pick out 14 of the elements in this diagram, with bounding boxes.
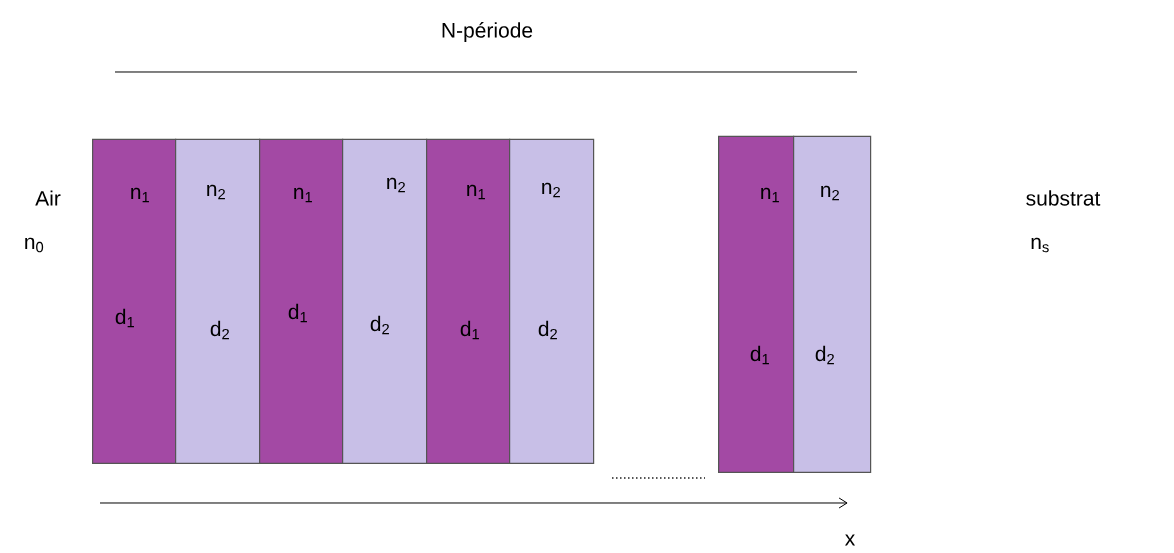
layer-box: n$_{1}$ d$_{1}$ [259, 138, 344, 464]
title-text: N-période [442, 22, 533, 42]
medium-label: n$_{s}$ [1031, 237, 1049, 253]
medium-label: Air [35, 190, 61, 206]
layer-box: n$_{1}$ d$_{1}$ [718, 135, 795, 473]
medium-label: substrat [1026, 190, 1101, 206]
layer-box: n$_{1}$ d$_{1}$ [92, 138, 177, 464]
layer-box: n$_{2}$ d$_{2}$ [175, 138, 261, 464]
layer-box: n$_{2}$ d$_{2}$ [342, 138, 428, 464]
layer-box: n$_{1}$ d$_{1}$ [426, 138, 511, 464]
medium-label: n$_{0}$ [25, 237, 44, 253]
layer-box: n$_{2}$ d$_{2}$ [793, 135, 872, 473]
axis-label: x [845, 534, 856, 546]
layer-box: n$_{2}$ d$_{2}$ [509, 138, 595, 464]
